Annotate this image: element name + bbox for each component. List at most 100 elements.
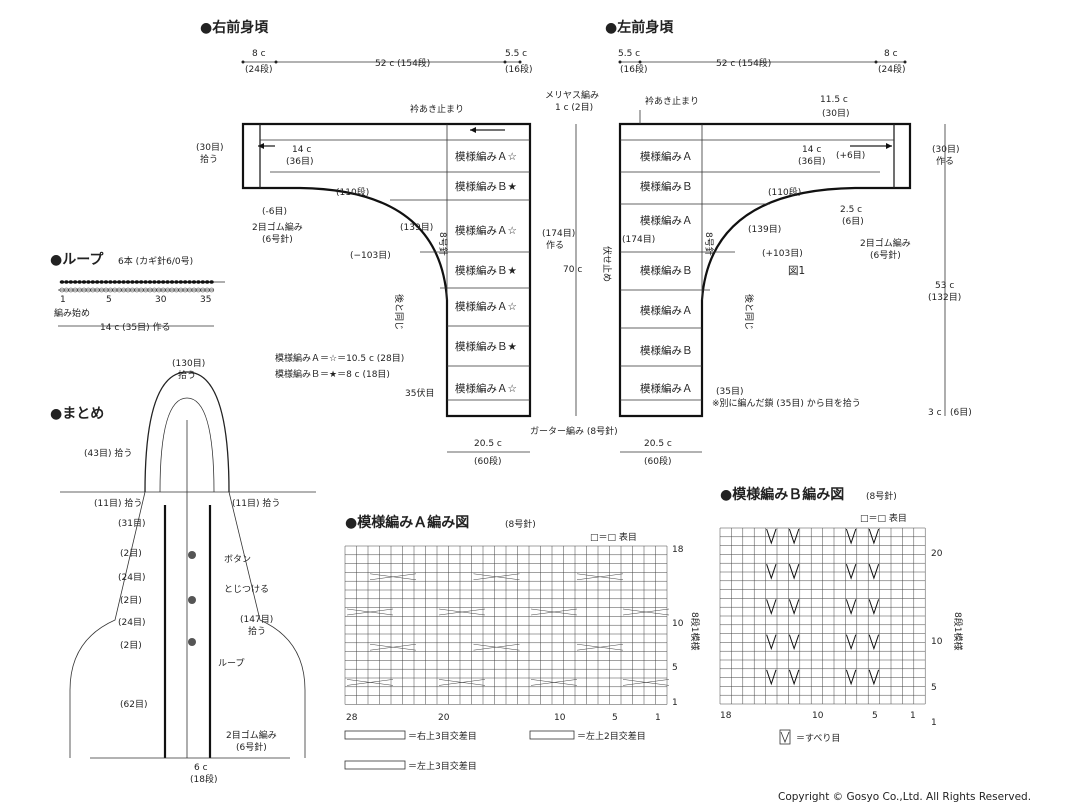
assembly-label: 拾う	[248, 625, 266, 637]
assembly-label: 2目ゴム編み	[226, 729, 277, 741]
chain-stitch	[68, 280, 74, 284]
row-label: 1	[931, 718, 937, 728]
col-label: 1	[655, 713, 661, 723]
decrease-label: (-6目)	[262, 206, 287, 217]
dim-label: 52 c (154段)	[375, 57, 430, 69]
chart-a-key: □＝□ 表目	[590, 531, 637, 543]
slip-stitch	[766, 599, 777, 615]
chart-b-title: ●模様編みＢ編み図	[720, 486, 844, 503]
height-label: 53 c	[935, 281, 954, 291]
dim-dot	[903, 60, 907, 64]
dim-label: 11.5 c	[820, 95, 848, 105]
assembly-label: (11目) 拾う	[94, 497, 142, 509]
arrow-head	[470, 127, 476, 133]
rib-label: 2目ゴム編み	[252, 221, 303, 233]
chain-stitch	[108, 280, 113, 284]
col-label: 5	[872, 711, 878, 721]
dim-label: (6目)	[950, 407, 972, 418]
needle-label: (6号針)	[870, 249, 901, 261]
assembly-label: とじつける	[224, 584, 269, 595]
chain-stitch	[191, 280, 197, 284]
dim-dot	[503, 60, 507, 64]
width-label: 20.5 c	[644, 439, 672, 449]
assembly-label: (2目)	[120, 595, 142, 606]
needle-label: (6号針)	[262, 233, 293, 245]
assembly-label: (11目) 拾う	[232, 497, 280, 509]
chain-stitch	[152, 280, 157, 284]
band-label: 模様編みＡ	[640, 150, 693, 163]
col-label: 28	[346, 713, 358, 723]
chain-stitch	[182, 280, 188, 284]
slip-stitch	[845, 564, 857, 580]
chain-stitch	[81, 280, 87, 284]
slip-stitch	[788, 634, 800, 651]
arrow-head	[258, 143, 264, 149]
collar-stop-label: 衿あき止まり	[410, 103, 464, 115]
band-label: 模様編みＢ	[640, 264, 693, 277]
row-label: 10	[672, 619, 684, 629]
cable-cross	[438, 608, 486, 616]
cable-cross	[438, 679, 486, 686]
assembly-label: (24目)	[118, 617, 145, 628]
col-label: 20	[438, 713, 450, 723]
chain-stitch	[103, 280, 109, 284]
dim-label: (24段)	[245, 63, 272, 75]
dim-label: 2.5 c	[840, 205, 862, 215]
assembly-label: (31目)	[118, 518, 145, 529]
left-front-title: ●左前身頃	[605, 19, 674, 36]
decrease-label: (−103目)	[350, 250, 391, 261]
chain-stitch	[64, 280, 69, 284]
legend-b: 模様編みＢ＝★＝8 c (18目)	[275, 368, 390, 380]
dim-dot	[241, 60, 245, 64]
assembly-label: (43目) 拾う	[84, 447, 132, 459]
legend-swatch	[529, 730, 575, 740]
stitch-count-label: (139目)	[748, 224, 781, 235]
height-label: 70 c	[563, 265, 582, 275]
slip-stitch	[845, 669, 857, 686]
chain-stitch	[196, 280, 201, 284]
left-front-section: ●左前身頃 5.5 c (16段) 52 c (154段) 8 c (24段) …	[601, 19, 972, 467]
slip-stitch	[845, 528, 857, 545]
cable-cross	[346, 608, 394, 616]
row-label: 20	[931, 549, 943, 559]
slip-stitch	[868, 669, 880, 686]
width-label: 20.5 c	[474, 439, 502, 449]
chain-stitch	[160, 280, 166, 284]
band-label: 模様編みＢ★	[455, 264, 517, 277]
increase-label: (+6目)	[836, 150, 865, 161]
col-label: 18	[720, 711, 732, 721]
cable-cross	[622, 608, 670, 616]
assembly-label: (147目)	[240, 614, 273, 625]
chain-stitch	[125, 280, 131, 284]
collar-outline	[144, 371, 230, 493]
assembly-label: (2目)	[120, 640, 142, 651]
slip-stitch	[766, 564, 777, 580]
legend-a: 模様編みＡ＝☆＝10.5 c (28目)	[275, 352, 404, 364]
dim-dot	[638, 60, 642, 64]
cable-cross	[473, 643, 520, 651]
assembly-label: (18段)	[190, 773, 217, 785]
chain-stitch	[178, 280, 184, 284]
chain-stitch	[77, 280, 82, 284]
slip-stitch-icon	[779, 729, 791, 745]
loop-title: ●ループ	[50, 252, 104, 268]
slip-stitch	[868, 564, 880, 580]
row-count-label: (132目)	[928, 292, 961, 303]
make-label: 作る	[546, 239, 564, 251]
slip-stitch	[788, 564, 800, 580]
chain-stitch	[99, 280, 104, 284]
assembly-label: (24目)	[118, 572, 145, 583]
chart-a-section: ●模様編みＡ編み図 (8号針) □＝□ 表目 18 10 5 1 28 20 1…	[344, 514, 701, 772]
chain-stitch	[169, 280, 175, 284]
chain-stitch	[116, 280, 122, 284]
legend-swatch	[344, 730, 406, 740]
pickup-label: 拾う	[200, 153, 218, 165]
band-label: 模様編みＢ★	[455, 340, 517, 353]
dim-label: (36目)	[798, 156, 825, 167]
dim-dot	[274, 60, 278, 64]
col-label: 1	[910, 711, 916, 721]
loop-start-label: 編み始め	[54, 307, 90, 319]
dim-dot	[874, 60, 878, 64]
dim-dot	[618, 60, 622, 64]
